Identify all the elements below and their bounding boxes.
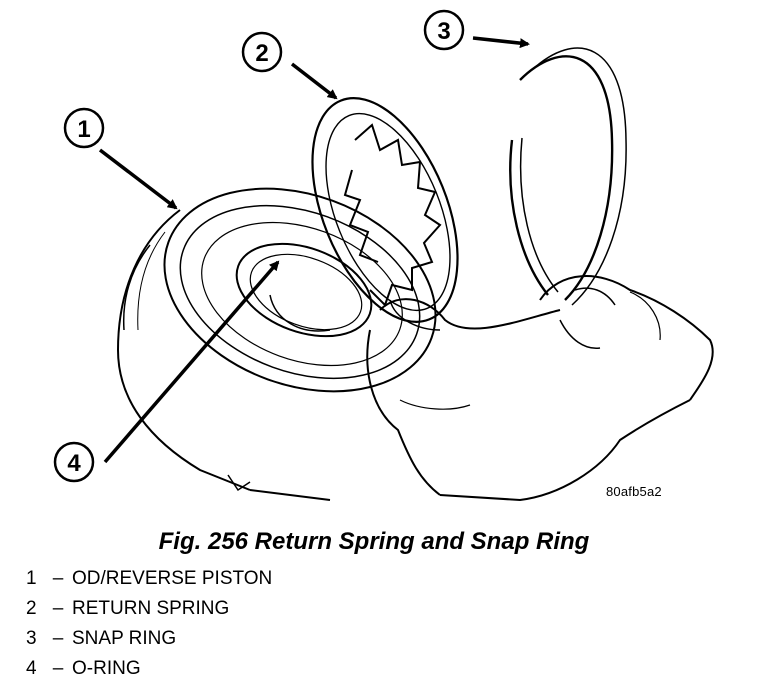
legend-text: SNAP RING — [72, 628, 177, 649]
callout-2: 2 — [241, 31, 283, 73]
hands-drawing — [366, 275, 714, 502]
callout-4: 4 — [53, 441, 95, 483]
clutch-housing-drawing — [116, 187, 437, 501]
snap-ring-drawing — [509, 47, 627, 306]
callout-arrows — [98, 36, 530, 464]
legend-text: OD/REVERSE PISTON — [72, 568, 273, 589]
legend-number: 4 — [26, 658, 37, 679]
legend-text: RETURN SPRING — [72, 598, 230, 619]
legend-text: O-RING — [72, 658, 141, 679]
parts-legend: 1–OD/REVERSE PISTON 2–RETURN SPRING 3–SN… — [26, 566, 272, 686]
legend-separator: – — [52, 628, 64, 649]
callout-1: 1 — [63, 107, 105, 149]
legend-number: 3 — [26, 628, 37, 649]
legend-separator: – — [52, 568, 64, 589]
callout-arrow-3 — [472, 36, 530, 49]
legend-item: 1–OD/REVERSE PISTON — [26, 566, 272, 596]
return-spring-snap-ring-illustration: 1 2 3 4 — [53, 9, 714, 502]
legend-separator: – — [52, 658, 64, 679]
callout-arrow-4 — [103, 260, 280, 464]
return-spring-drawing — [311, 97, 459, 323]
callout-2-label: 2 — [255, 40, 268, 67]
callout-3: 3 — [423, 9, 465, 51]
image-code: 80afb5a2 — [606, 484, 662, 499]
callout-arrow-1 — [98, 148, 178, 210]
callout-4-label: 4 — [67, 450, 81, 477]
legend-item: 4–O-RING — [26, 656, 272, 686]
callout-1-label: 1 — [77, 116, 90, 143]
legend-item: 2–RETURN SPRING — [26, 596, 272, 626]
callout-arrow-2 — [290, 62, 338, 100]
callout-3-label: 3 — [437, 18, 450, 45]
legend-separator: – — [52, 598, 64, 619]
legend-number: 1 — [26, 568, 37, 589]
figure-caption: Fig. 256 Return Spring and Snap Ring — [158, 528, 590, 555]
legend-item: 3–SNAP RING — [26, 626, 272, 656]
legend-number: 2 — [26, 598, 37, 619]
